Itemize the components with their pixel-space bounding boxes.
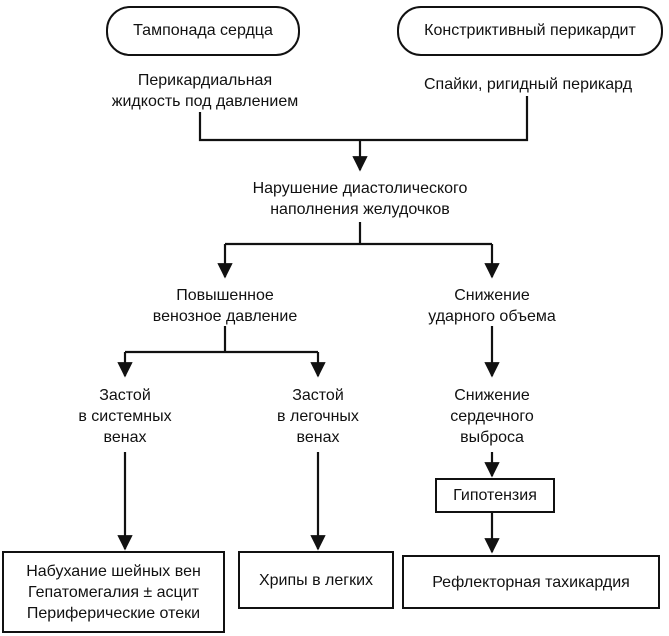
tamponade-cause-line-1: Перикардиальная [137,72,273,89]
diastolic-line-2: наполнения желудочков [270,201,450,218]
venous-pressure-node: Повышенное венозное давление [130,285,320,327]
pulmonary-congestion-line-3: венах [296,429,340,446]
constrictive-node: Констриктивный перикардит [397,6,663,56]
systemic-congestion-line-2: в системных [78,408,172,425]
tamponade-cause-line-2: жидкость под давлением [111,93,299,110]
constrictive-cause: Спайки, ригидный перикард [408,74,648,95]
constrictive-cause-line: Спайки, ригидный перикард [423,76,633,93]
systemic-congestion-node: Застой в системных венах [55,385,195,448]
systemic-congestion-line-1: Застой [99,387,151,404]
hypotension-label: Гипотензия [453,487,537,504]
systemic-congestion-line-3: венах [103,429,147,446]
stroke-volume-line-1: Снижение [454,287,530,304]
pulmonary-congestion-line-2: в легочных [277,408,359,425]
constrictive-label: Констриктивный перикардит [424,22,636,39]
connector-constrictive [360,96,529,142]
tamponade-label: Тампонада сердца [133,22,273,39]
pulmonary-congestion-node: Застой в легочных венах [248,385,388,448]
systemic-outcome-line-2: Гепатомегалия ± асцит [28,583,199,601]
cardiac-output-line-2: сердечного [450,408,534,425]
tachycardia-label: Рефлекторная тахикардия [432,573,630,591]
diastolic-node: Нарушение диастолического наполнения жел… [225,178,495,220]
pulmonary-outcome-label: Хрипы в легких [258,571,374,589]
connector-tamponade [198,112,360,142]
systemic-outcome-box: Набухание шейных вен Гепатомегалия ± асц… [2,551,225,633]
cardiac-output-line-3: выброса [460,429,524,446]
venous-pressure-line-1: Повышенное [176,287,274,304]
systemic-outcome-line-3: Периферические отеки [26,604,201,622]
tachycardia-box: Рефлекторная тахикардия [402,555,660,609]
pulmonary-congestion-line-1: Застой [292,387,344,404]
diastolic-line-1: Нарушение диастолического [252,180,468,197]
hypotension-box: Гипотензия [435,478,555,513]
systemic-outcome-line-1: Набухание шейных вен [26,562,201,580]
pulmonary-outcome-box: Хрипы в легких [238,551,394,609]
tamponade-cause: Перикардиальная жидкость под давлением [105,70,305,112]
cardiac-output-node: Снижение сердечного выброса [422,385,562,448]
stroke-volume-node: Снижение ударного объема [402,285,582,327]
tamponade-node: Тампонада сердца [106,6,300,56]
venous-pressure-line-2: венозное давление [152,308,298,325]
cardiac-output-line-1: Снижение [454,387,530,404]
stroke-volume-line-2: ударного объема [428,308,556,325]
